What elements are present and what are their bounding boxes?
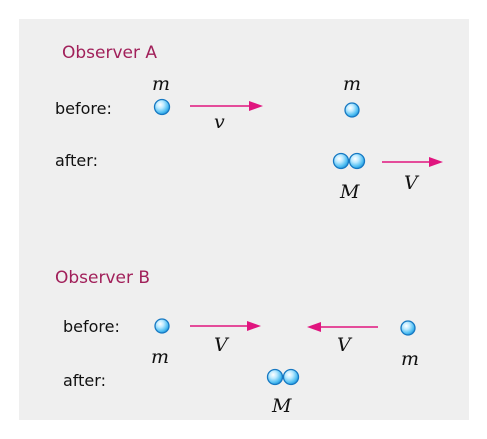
observer-a-moving-ball: [155, 100, 170, 115]
observer-b-velocity-right-label: V: [337, 334, 353, 356]
observer-a-before-label: before:: [55, 99, 112, 118]
observer-a-after-label: after:: [55, 151, 98, 170]
observer-a-stationary-ball: [345, 103, 359, 117]
observer-b-mass-right-label: m: [401, 348, 419, 370]
observer-a-velocity-before-label: v: [214, 111, 225, 133]
observer-a-mass-stationary-label: m: [343, 73, 361, 95]
observer-b-right-ball: [401, 321, 415, 335]
observer-a-velocity-after-label: V: [404, 172, 420, 194]
observer-b-combined-mass-label: M: [271, 395, 292, 417]
observer-b-velocity-left-label: V: [214, 334, 230, 356]
observer-b-before-label: before:: [63, 317, 120, 336]
observer-b-left-ball: [155, 319, 169, 333]
observer-b-heading: Observer B: [55, 268, 150, 288]
observer-a-combined-mass-label: M: [339, 181, 360, 203]
observer-b-after-label: after:: [63, 371, 106, 390]
observer-a-mass-moving-label: m: [152, 73, 170, 95]
observer-a-heading: Observer A: [62, 43, 157, 63]
observer-b-mass-left-label: m: [151, 346, 169, 368]
